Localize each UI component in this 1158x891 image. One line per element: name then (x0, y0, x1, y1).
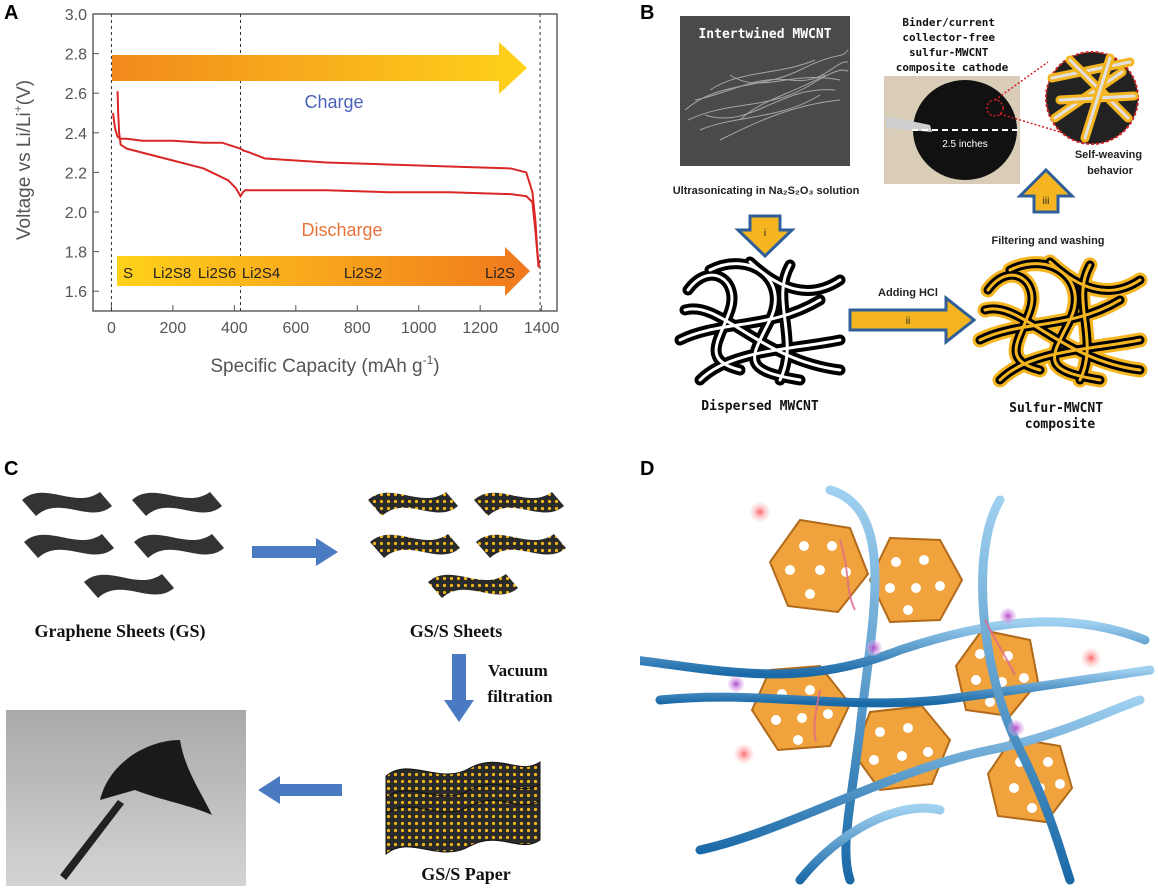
tweezers-c (60, 800, 124, 880)
sem-label: Intertwined MWCNT (698, 27, 831, 42)
x-tick-label: 1400 (524, 320, 560, 337)
species-label: Li2S8 (153, 265, 191, 282)
y-axis-label: Voltage vs Li/Li+(V) (11, 80, 35, 240)
x-axis-label: Specific Capacity (mAh g-1) (210, 353, 439, 377)
scale-label: 2.5 inches (942, 139, 988, 150)
charge-label: Charge (304, 92, 363, 112)
species-label: Li2S (485, 265, 515, 282)
arrow-down (444, 654, 474, 722)
zoom-tubes (1047, 53, 1139, 143)
y-tick-label: 2.0 (65, 205, 87, 222)
y-tick-label: 2.8 (65, 47, 87, 64)
species-label: S (123, 265, 133, 282)
x-tick-label: 400 (221, 320, 248, 337)
arrow-iii (1016, 167, 1076, 214)
sem-image (680, 16, 850, 166)
junctions (728, 608, 1024, 736)
species-label: Li2S4 (242, 265, 280, 282)
panel-label-d: D (640, 458, 655, 480)
step2-label: Adding HCl (878, 287, 938, 299)
ion-pathways (813, 539, 1016, 743)
y-tick-label: 1.6 (65, 284, 87, 301)
graphene-sheets (22, 492, 224, 598)
step3-label: Filtering and washing (991, 235, 1104, 247)
paper-label: GS/S Paper (421, 864, 511, 884)
panel-d-diagram (640, 485, 1155, 885)
flexible-paper (100, 740, 212, 815)
panel-label-b: B (640, 2, 655, 24)
tweezers (886, 116, 932, 132)
species-label: Li2S2 (344, 265, 382, 282)
species-label: Li2S6 (198, 265, 236, 282)
arrow-iii-label: iii (1043, 196, 1050, 207)
step1-label: Ultrasonicating in Na₂S₂O₃ solution (673, 185, 860, 197)
lithium-ions (734, 502, 1101, 764)
charge-arrow (112, 42, 527, 94)
dispersed-mwcnt (674, 256, 846, 386)
flexible-paper-photo (6, 710, 246, 886)
x-tick-label: 600 (282, 320, 309, 337)
particle-pores (771, 541, 1065, 813)
gss-label: GS/S Sheets (410, 621, 503, 641)
dispersed-label: Dispersed MWCNT (701, 399, 819, 414)
arrow-right (252, 538, 338, 566)
gss-paper (385, 761, 541, 856)
x-tick-label: 1200 (462, 320, 498, 337)
voltage-capacity-chart: 0 200 400 600 800 1000 1200 1400 1.6 1.8 2.0 2.2 2.4… (11, 7, 560, 377)
arrow-i-label: i (764, 228, 766, 239)
panel-c-diagram: Graphene Sheets (GS) GS/S Sheets Vacuum … (6, 492, 566, 886)
composite-label: Sulfur-MWCNT composite (1009, 401, 1111, 432)
panel-label-c: C (4, 458, 19, 480)
discharge-arrow (117, 247, 530, 296)
panel-label-a: A (4, 2, 19, 24)
y-tick-label: 2.2 (65, 165, 87, 182)
y-tick-label: 1.8 (65, 245, 87, 262)
sem-fibers (684, 49, 849, 141)
discharge-label: Discharge (301, 220, 382, 240)
photo-title: Binder/current collector-free sulfur-MWC… (896, 16, 1009, 74)
x-tick-label: 1000 (401, 320, 437, 337)
voltage-curve-0 (111, 112, 541, 268)
panel-b-diagram: Intertwined MWCNT 2.5 inches Binder/curr… (673, 16, 1148, 432)
x-tick-label: 800 (344, 320, 371, 337)
self-weaving-label: Self-weaving behavior (1075, 149, 1145, 177)
arrow-ii (848, 294, 977, 346)
y-tick-label: 2.6 (65, 86, 87, 103)
x-tick-label: 200 (160, 320, 187, 337)
zoom-line (994, 61, 1049, 101)
y-tick-label: 2.4 (65, 126, 87, 143)
arrow-ii-label: ii (906, 316, 910, 327)
arrow-left (258, 776, 342, 804)
y-tick-label: 3.0 (65, 7, 87, 24)
composite-mwcnt (972, 254, 1148, 388)
gss-sheets (368, 492, 566, 598)
arrow-i (734, 214, 796, 259)
voltage-curve-1 (116, 91, 540, 268)
vacuum-label: Vacuum filtration (487, 661, 553, 706)
graphene-label: Graphene Sheets (GS) (35, 621, 206, 642)
x-tick-label: 0 (107, 320, 116, 337)
